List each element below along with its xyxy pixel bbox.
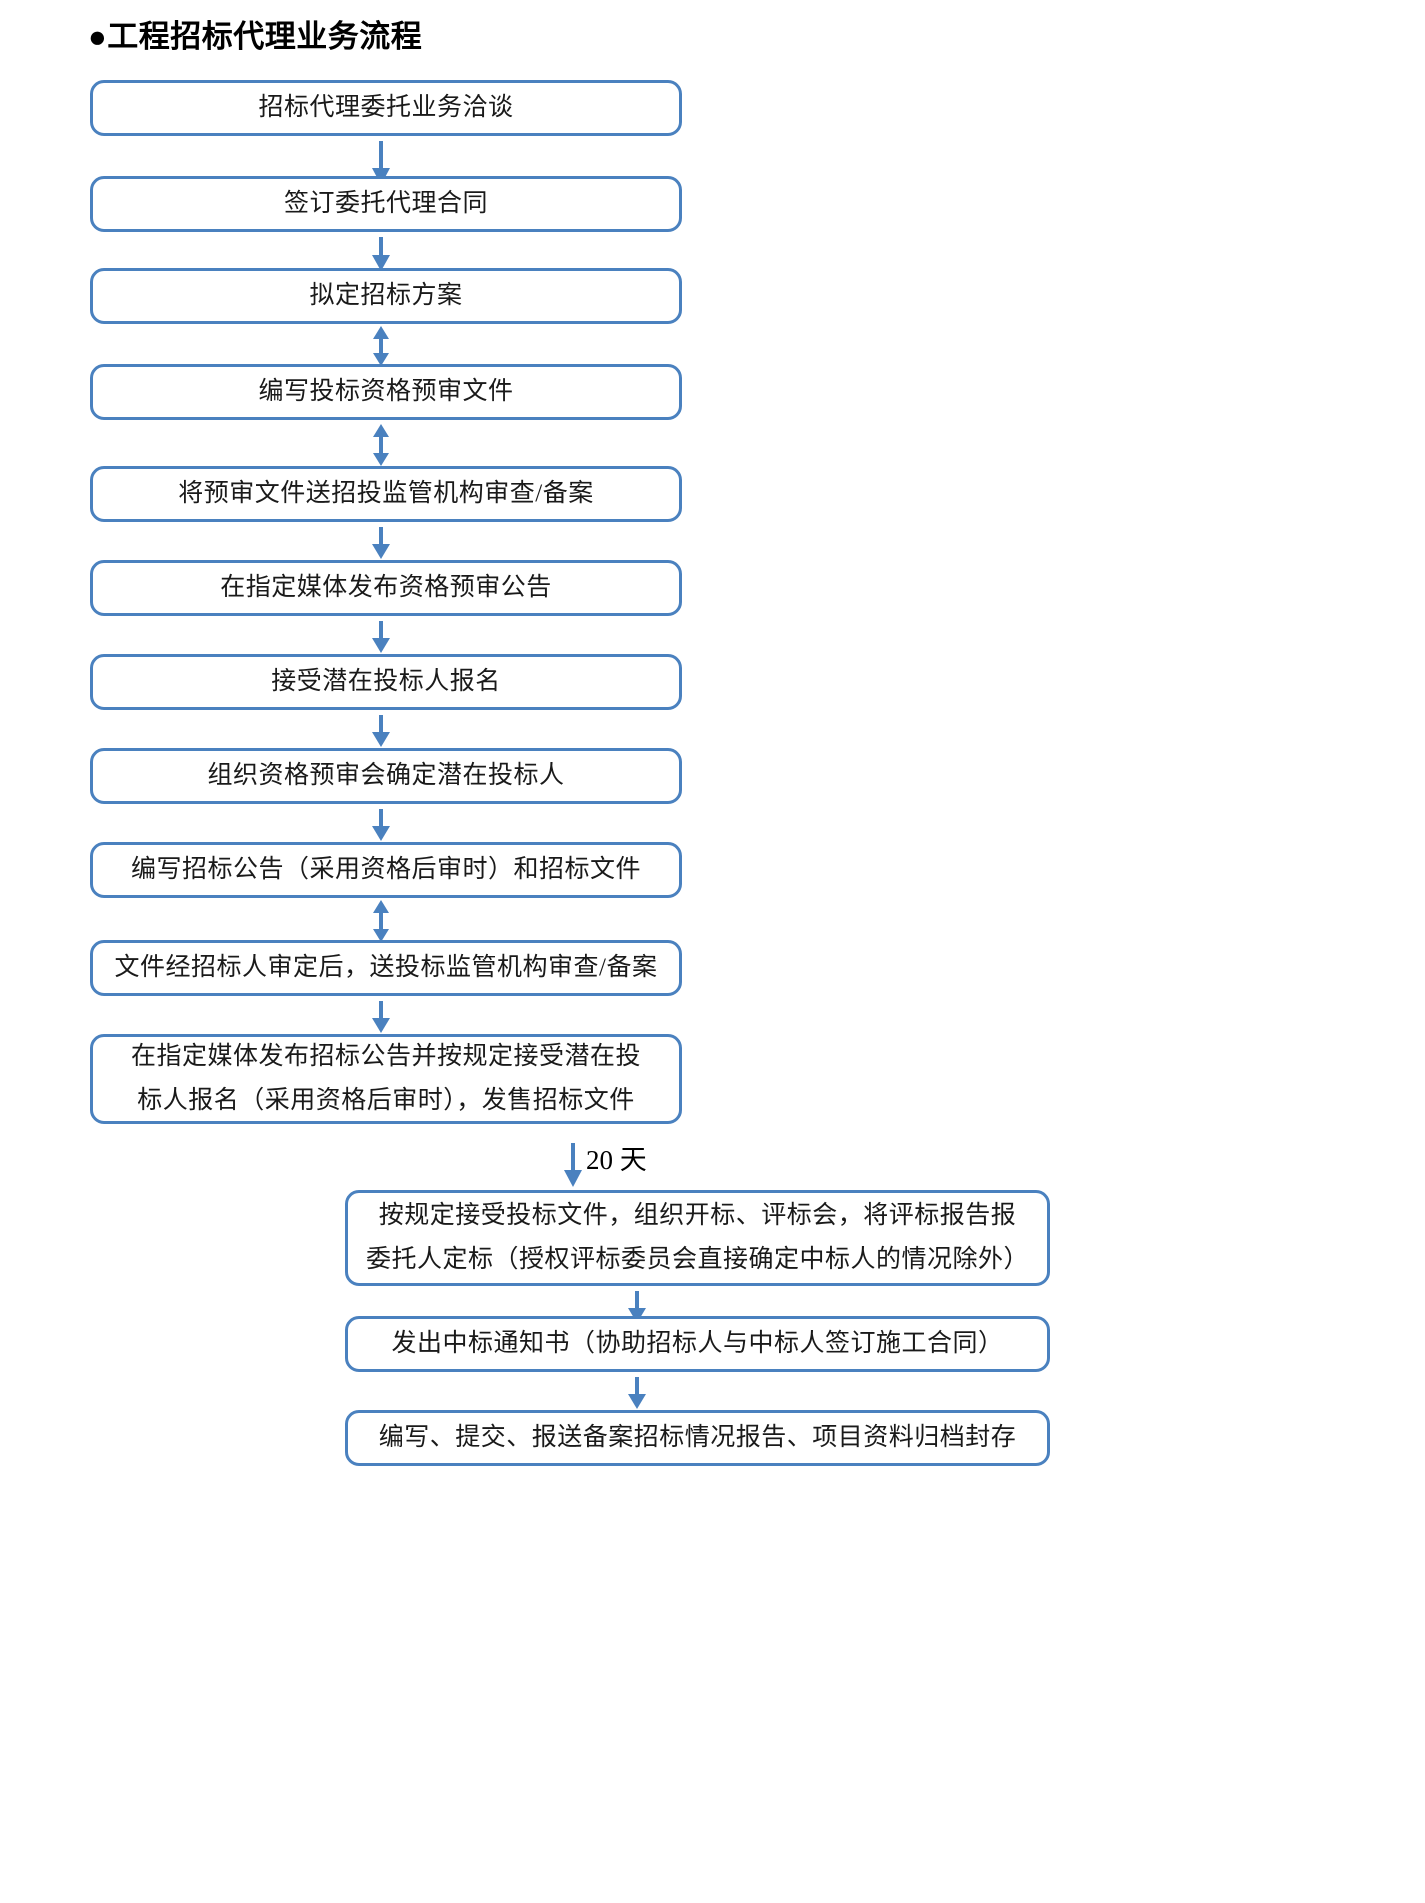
flow-node-13[interactable]: 发出中标通知书（协助招标人与中标人签订施工合同）: [345, 1316, 1050, 1372]
connector-arrow-down: [368, 714, 394, 748]
flow-node-label: 编写、提交、报送备案招标情况报告、项目资料归档封存: [378, 1424, 1017, 1451]
connector-arrow-down-20-days: [560, 1142, 586, 1188]
flow-node-1[interactable]: 招标代理委托业务洽谈: [90, 80, 682, 136]
flow-node-label: 文件经招标人审定后，送投标监管机构审查/备案: [114, 954, 658, 981]
connector-arrow-double-vertical: [368, 424, 394, 466]
flow-node-label: 在指定媒体发布招标公告并按规定接受潜在投 标人报名（采用资格后审时），发售招标文…: [130, 1043, 641, 1114]
flow-node-3[interactable]: 拟定招标方案: [90, 268, 682, 324]
flow-node-4[interactable]: 编写投标资格预审文件: [90, 364, 682, 420]
flow-node-7[interactable]: 接受潜在投标人报名: [90, 654, 682, 710]
flow-node-14[interactable]: 编写、提交、报送备案招标情况报告、项目资料归档封存: [345, 1410, 1050, 1466]
connector-arrow-down: [368, 1000, 394, 1034]
connector-arrow-down: [624, 1376, 650, 1410]
flow-node-8[interactable]: 组织资格预审会确定潜在投标人: [90, 748, 682, 804]
duration-annotation-20-days: 20 天: [586, 1145, 647, 1175]
connector-arrow-down: [368, 808, 394, 842]
connector-arrow-down: [368, 526, 394, 560]
flow-node-6[interactable]: 在指定媒体发布资格预审公告: [90, 560, 682, 616]
flow-node-label: 在指定媒体发布资格预审公告: [220, 574, 552, 601]
flow-node-label: 组织资格预审会确定潜在投标人: [207, 762, 565, 789]
flow-node-label: 拟定招标方案: [309, 282, 463, 309]
flow-node-9[interactable]: 编写招标公告（采用资格后审时）和招标文件: [90, 842, 682, 898]
flow-node-label: 按规定接受投标文件，组织开标、评标会，将评标报告报 委托人定标（授权评标委员会直…: [365, 1202, 1029, 1273]
flow-node-5[interactable]: 将预审文件送招投监管机构审查/备案: [90, 466, 682, 522]
flow-node-2[interactable]: 签订委托代理合同: [90, 176, 682, 232]
connector-arrow-double-vertical: [368, 900, 394, 942]
connector-arrow-down: [368, 620, 394, 654]
page-title: ●工程招标代理业务流程: [88, 19, 423, 54]
connector-arrow-double-vertical: [368, 326, 394, 366]
connector-arrow-down: [624, 1290, 650, 1324]
flow-node-label: 签订委托代理合同: [283, 190, 488, 217]
connector-arrow-down: [368, 236, 394, 272]
flow-node-label: 编写投标资格预审文件: [258, 378, 514, 405]
flow-node-label: 招标代理委托业务洽谈: [258, 94, 514, 121]
flow-node-label: 编写招标公告（采用资格后审时）和招标文件: [130, 856, 641, 883]
flow-node-12[interactable]: 按规定接受投标文件，组织开标、评标会，将评标报告报 委托人定标（授权评标委员会直…: [345, 1190, 1050, 1286]
flow-node-label: 发出中标通知书（协助招标人与中标人签订施工合同）: [391, 1330, 1004, 1357]
flow-node-label: 接受潜在投标人报名: [271, 668, 501, 695]
flow-node-label: 将预审文件送招投监管机构审查/备案: [178, 480, 594, 507]
flow-node-10[interactable]: 文件经招标人审定后，送投标监管机构审查/备案: [90, 940, 682, 996]
flow-node-11[interactable]: 在指定媒体发布招标公告并按规定接受潜在投 标人报名（采用资格后审时），发售招标文…: [90, 1034, 682, 1124]
